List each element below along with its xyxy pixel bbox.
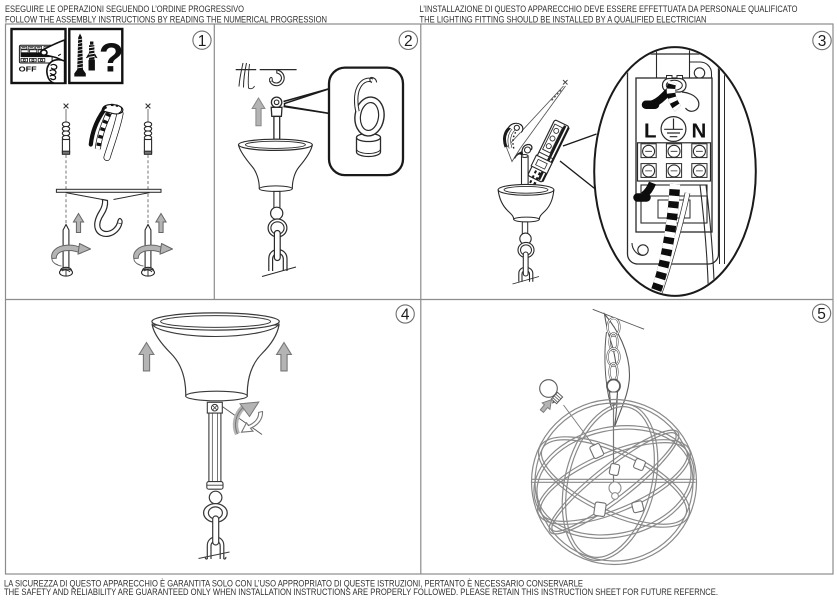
svg-text:THE LIGHTING FITTING SHOULD BE: THE LIGHTING FITTING SHOULD BE INSTALLED… <box>420 14 707 25</box>
svg-text:THE SAFETY AND RELIABILITY ARE: THE SAFETY AND RELIABILITY ARE GUARANTEE… <box>4 587 718 597</box>
svg-text:4: 4 <box>401 307 410 324</box>
svg-text:OFF: OFF <box>19 67 38 74</box>
svg-text:LA SICUREZZA DI QUESTO APPAREC: LA SICUREZZA DI QUESTO APPARECCHIO È GAR… <box>4 579 583 589</box>
svg-text:L’INSTALLAZIONE DI QUESTO APPA: L’INSTALLAZIONE DI QUESTO APPARECCHIO DE… <box>420 4 798 15</box>
svg-text:N: N <box>692 120 707 143</box>
svg-text:L: L <box>644 120 657 143</box>
svg-text:FOLLOW THE ASSEMBLY INSTRUCTIO: FOLLOW THE ASSEMBLY INSTRUCTIONS BY READ… <box>5 14 327 25</box>
svg-text:2: 2 <box>404 33 413 50</box>
svg-text:ESEGUIRE LE OPERAZIONI SEGUEND: ESEGUIRE LE OPERAZIONI SEGUENDO L’ORDINE… <box>5 4 244 15</box>
svg-text:1: 1 <box>198 33 207 50</box>
svg-text:5: 5 <box>817 306 826 323</box>
svg-text:3: 3 <box>818 33 827 50</box>
svg-text:?: ? <box>99 35 124 81</box>
